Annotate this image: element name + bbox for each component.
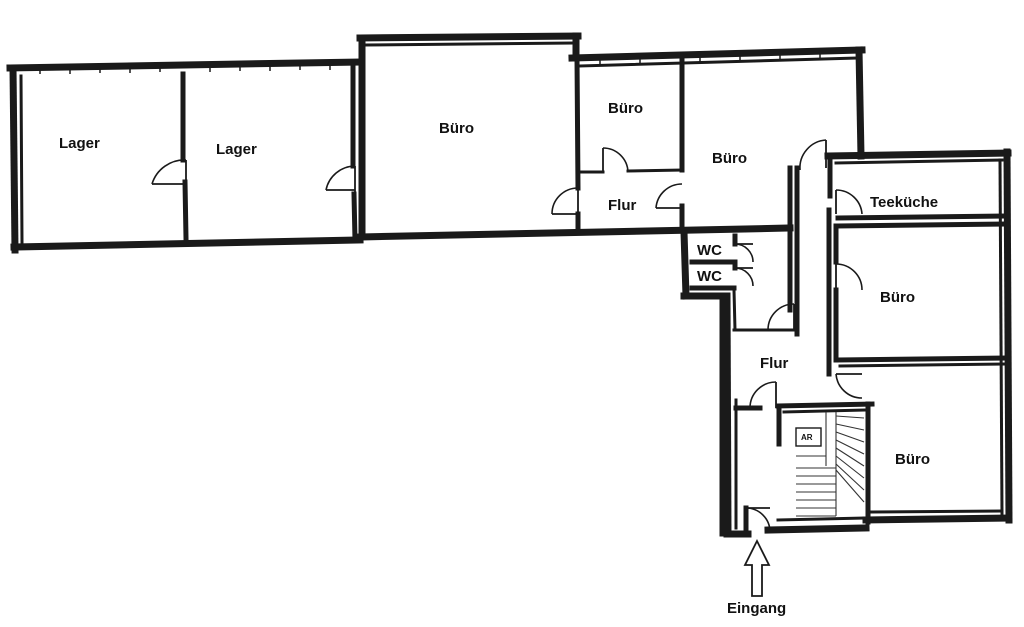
room-label-buero-right-lower: Büro (895, 451, 930, 468)
room-label-wc-2: WC (697, 268, 722, 285)
door-lower-flur (749, 381, 777, 409)
door-flur-right (655, 183, 683, 209)
walls-lower-wing (680, 228, 875, 538)
room-label-flur-lower: Flur (760, 355, 788, 372)
room-label-teekueche: Teeküche (870, 194, 938, 211)
room-label-buero-large: Büro (439, 120, 474, 137)
stair-ar-label: AR (801, 433, 813, 442)
door-buero-upper (835, 263, 863, 291)
walls-left-wing (6, 58, 364, 254)
door-wc-1 (734, 243, 754, 263)
walls-center-block (356, 32, 866, 241)
room-label-flur-upper: Flur (608, 197, 636, 214)
door-wc-2 (734, 267, 754, 287)
stair-ar-box (795, 427, 822, 447)
door-corridor-bend (767, 303, 795, 331)
room-label-wc-1: WC (697, 242, 722, 259)
door-buero-lower (835, 373, 863, 399)
room-label-buero-small: Büro (608, 100, 643, 117)
door-teekueche (835, 189, 863, 215)
staircase (795, 412, 865, 517)
door-small-buero (602, 147, 629, 173)
up-arrow-icon (743, 538, 771, 597)
door-lager-between (151, 159, 187, 185)
walls-right-wing (787, 148, 1013, 525)
entrance-label: Eingang (727, 600, 786, 617)
door-corridor-top (799, 139, 827, 171)
room-label-lager-1: Lager (59, 135, 100, 152)
room-label-buero-mid: Büro (712, 150, 747, 167)
door-flur-left (551, 187, 579, 215)
room-label-lager-2: Lager (216, 141, 257, 158)
room-label-buero-right-upper: Büro (880, 289, 915, 306)
door-entrance (745, 507, 771, 533)
door-lager-to-buero (325, 165, 356, 194)
